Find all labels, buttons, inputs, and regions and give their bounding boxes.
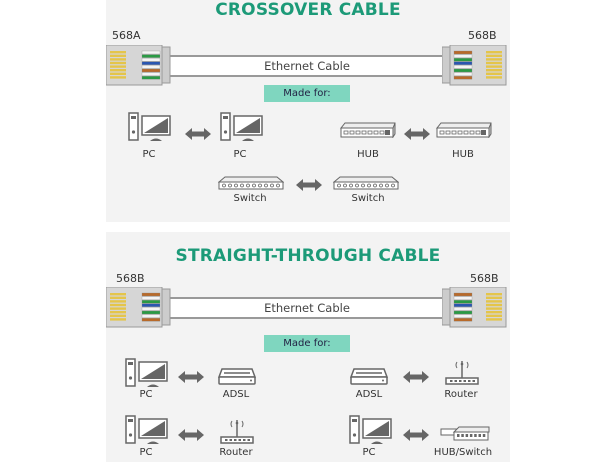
hub-icon xyxy=(339,122,396,142)
device-label: PC xyxy=(139,389,153,400)
adsl-modem-icon xyxy=(349,367,389,389)
device-label: PC xyxy=(139,447,153,458)
device-label: Router xyxy=(219,447,253,458)
device-label: PC xyxy=(362,447,376,458)
double-arrow-icon xyxy=(178,368,204,387)
device-label: Router xyxy=(444,389,478,400)
hub-switch-icon xyxy=(440,425,490,445)
device-label: HUB xyxy=(452,149,474,160)
rj45-connector-568b-icon xyxy=(441,286,508,332)
switch-icon xyxy=(217,175,285,194)
rj45-connector-568b-icon xyxy=(441,44,508,90)
device-label: ADSL xyxy=(222,389,250,400)
pc-icon xyxy=(349,415,393,449)
double-arrow-icon xyxy=(403,368,429,387)
crossover-right-standard: 568B xyxy=(468,29,497,42)
crossover-left-standard: 568A xyxy=(112,29,141,42)
device-label: PC xyxy=(233,149,247,160)
double-arrow-icon xyxy=(404,125,430,144)
router-icon xyxy=(219,417,255,449)
double-arrow-icon xyxy=(296,176,322,195)
pc-icon xyxy=(220,112,264,146)
pc-icon xyxy=(125,358,169,392)
adsl-modem-icon xyxy=(217,367,257,389)
pc-icon xyxy=(125,415,169,449)
device-label: Switch xyxy=(351,193,385,204)
double-arrow-icon xyxy=(185,125,211,144)
device-label: PC xyxy=(142,149,156,160)
straight-cable: Ethernet Cable xyxy=(170,297,444,319)
crossover-made-for: Made for: xyxy=(264,85,350,102)
straight-through-title: STRAIGHT-THROUGH CABLE xyxy=(175,246,441,266)
rj45-connector-568b-icon xyxy=(105,286,172,332)
straight-right-standard: 568B xyxy=(470,272,499,285)
crossover-cable: Ethernet Cable xyxy=(170,55,444,77)
crossover-title: CROSSOVER CABLE xyxy=(215,0,401,20)
switch-icon xyxy=(332,175,400,194)
device-label: HUB xyxy=(357,149,379,160)
double-arrow-icon xyxy=(178,426,204,445)
pc-icon xyxy=(128,112,172,146)
rj45-connector-568a-icon xyxy=(105,44,172,90)
router-icon xyxy=(444,358,480,390)
device-label: Switch xyxy=(233,193,267,204)
straight-left-standard: 568B xyxy=(116,272,145,285)
straight-made-for: Made for: xyxy=(264,335,350,352)
device-label: HUB/Switch xyxy=(433,447,493,458)
device-label: ADSL xyxy=(355,389,383,400)
hub-icon xyxy=(435,122,492,142)
double-arrow-icon xyxy=(403,426,429,445)
